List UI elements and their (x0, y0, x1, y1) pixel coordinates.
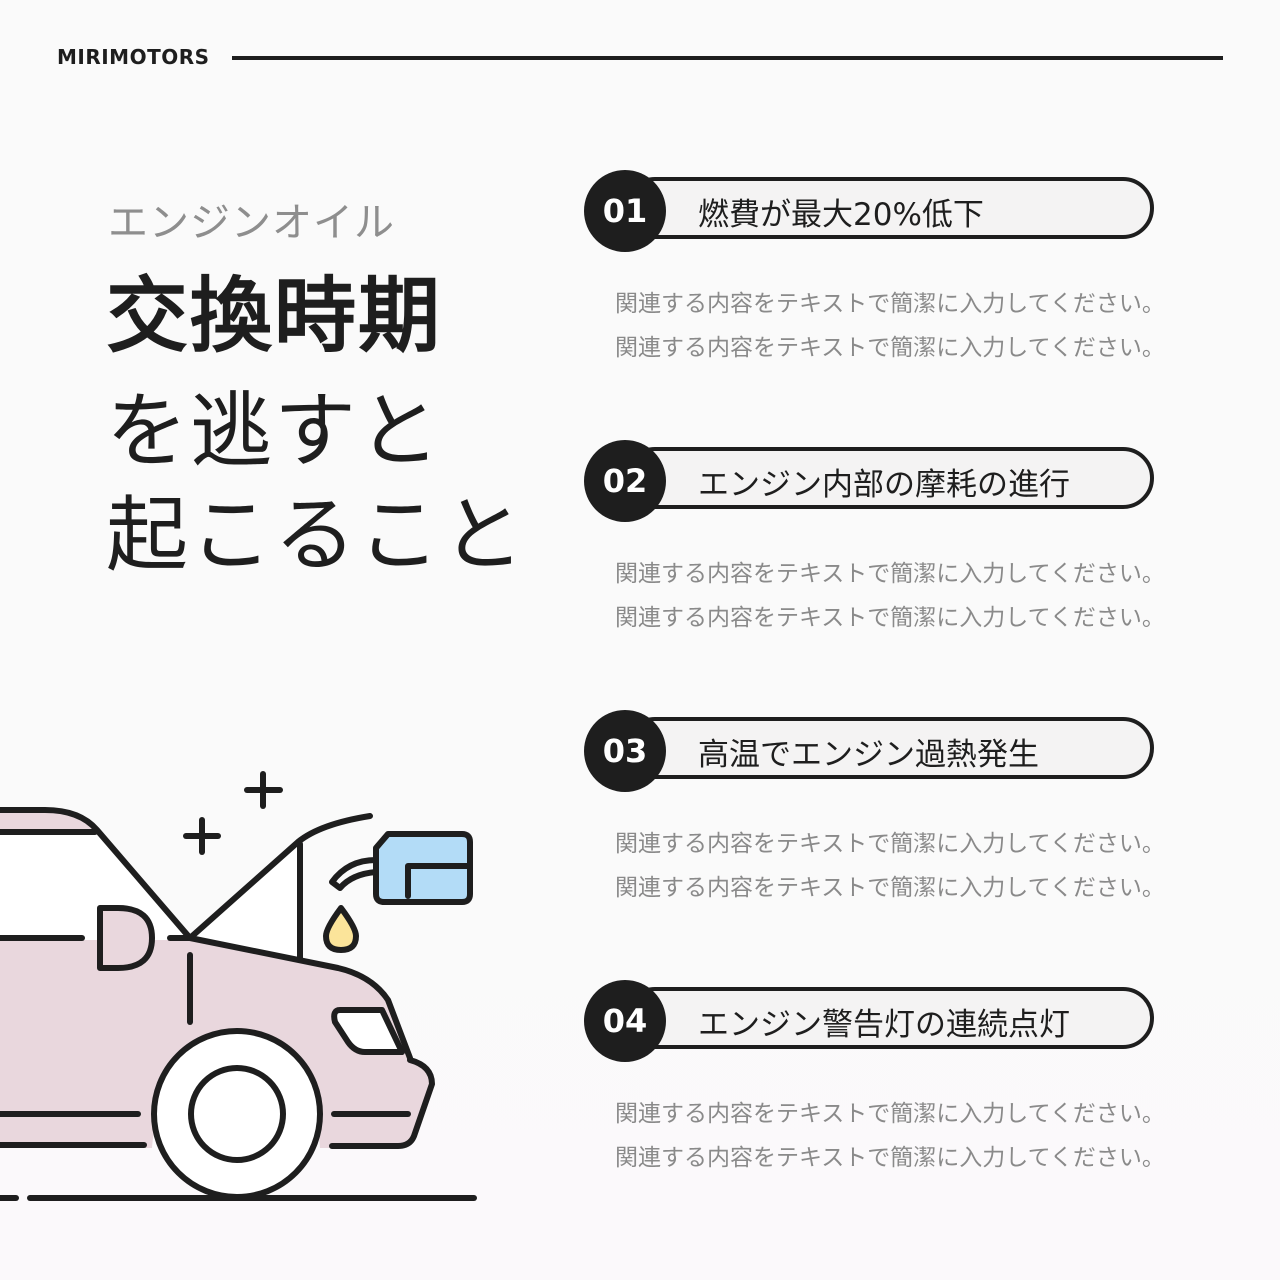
headlight (331, 1007, 405, 1055)
hero-eyebrow: エンジンオイル (108, 200, 395, 246)
item-description-line: 関連する内容をテキストで簡潔に入力してください。 (615, 561, 1165, 587)
item-title-pill (624, 177, 1154, 239)
item-description-line: 関連する内容をテキストで簡潔に入力してください。 (615, 875, 1165, 901)
sparkle-icon (244, 771, 283, 809)
item-description-line: 関連する内容をテキストで簡潔に入力してください。 (615, 291, 1165, 317)
hero-headline-light: を逃すと 起こること (106, 380, 526, 588)
item-title: エンジン内部の摩耗の進行 (698, 467, 1070, 503)
hood-line (187, 935, 413, 1061)
item-title: エンジン警告灯の連続点灯 (698, 1007, 1070, 1043)
open-hood (190, 842, 300, 960)
hero-headline-line-2: を逃すと (106, 384, 443, 479)
item-description: 関連する内容をテキストで簡潔に入力してください。 関連する内容をテキストで簡潔に… (615, 1092, 1165, 1180)
item-description: 関連する内容をテキストで簡潔に入力してください。 関連する内容をテキストで簡潔に… (615, 552, 1165, 640)
wheel-hub (188, 1065, 286, 1163)
item-title-pill (624, 987, 1154, 1049)
car-illustration (0, 771, 477, 1201)
item-description-line: 関連する内容をテキストで簡潔に入力してください。 (615, 335, 1165, 361)
hero-headline-line-3: 起こること (106, 488, 527, 583)
item-description-line: 関連する内容をテキストで簡潔に入力してください。 (615, 831, 1165, 857)
car-window (0, 830, 190, 940)
oil-can-spout (329, 857, 379, 891)
item-number-badge: 03 (584, 710, 666, 792)
item-description-line: 関連する内容をテキストで簡潔に入力してください。 (615, 1101, 1165, 1127)
item-title: 高温でエンジン過熱発生 (698, 737, 1039, 773)
side-mirror (97, 905, 155, 971)
item-title: 燃費が最大20%低下 (698, 197, 984, 233)
item-description: 関連する内容をテキストで簡潔に入力してください。 関連する内容をテキストで簡潔に… (615, 822, 1165, 910)
item-number-badge: 02 (584, 440, 666, 522)
item-number-badge: 04 (584, 980, 666, 1062)
item-number-badge: 01 (584, 170, 666, 252)
oil-drop-icon (323, 905, 359, 953)
item-title-pill (624, 717, 1154, 779)
sparkle-icon (183, 817, 221, 855)
item-description: 関連する内容をテキストで簡潔に入力してください。 関連する内容をテキストで簡潔に… (615, 282, 1165, 370)
item-description-line: 関連する内容をテキストで簡潔に入力してください。 (615, 605, 1165, 631)
item-description-line: 関連する内容をテキストで簡潔に入力してください。 (615, 1145, 1165, 1171)
header-divider (232, 56, 1223, 60)
item-title-pill (624, 447, 1154, 509)
front-bumper (329, 1057, 435, 1149)
hero-headline-bold: 交換時期 (106, 269, 443, 364)
brand-logo: MIRIMOTORS (57, 45, 210, 69)
